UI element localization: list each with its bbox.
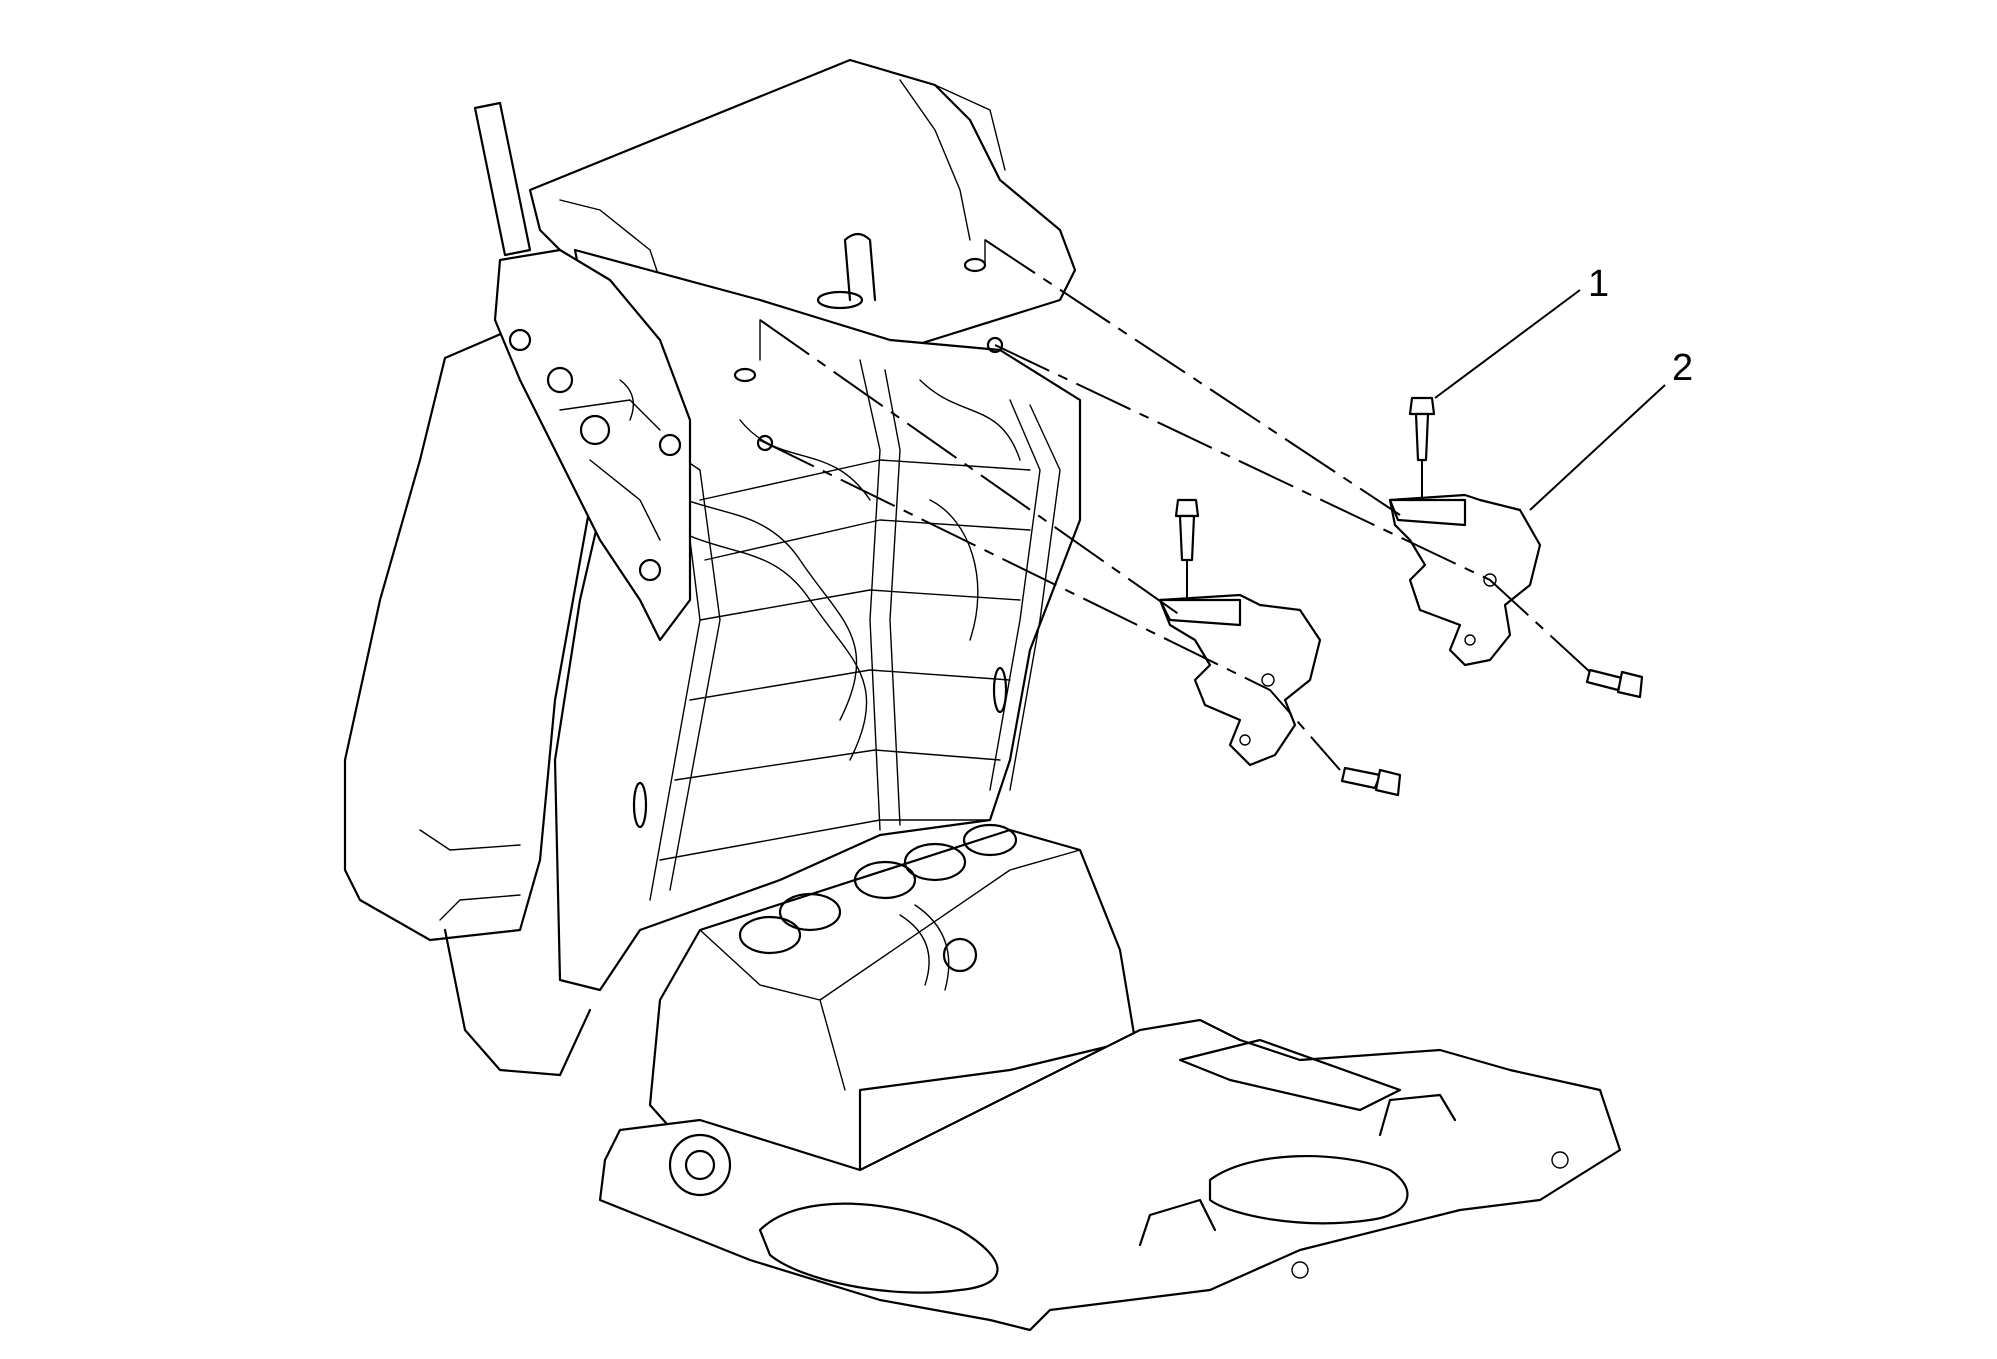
callout-1-number: 1: [1588, 263, 1609, 305]
hinge-bracket-lower: [1158, 593, 1322, 767]
recliner-mechanism: [473, 101, 692, 642]
callout-2-number: 2: [1672, 347, 1693, 389]
callout-2-leader: [1529, 384, 1666, 511]
seat-riser: [648, 823, 1137, 1172]
callout-2: 2: [1529, 347, 1693, 511]
seat-floor-pan: [598, 1018, 1622, 1332]
bolt-horizontal-center: [1340, 766, 1402, 797]
bolt-vertical-center: [1174, 498, 1200, 600]
callout-1: 1: [1434, 263, 1609, 399]
callout-1-leader: [1434, 289, 1581, 399]
bolt-vertical-right: [1408, 396, 1436, 500]
assembly-lines: [759, 239, 1591, 771]
bolt-horizontal-right: [1585, 668, 1644, 699]
hinge-bracket-upper: [1388, 493, 1542, 667]
